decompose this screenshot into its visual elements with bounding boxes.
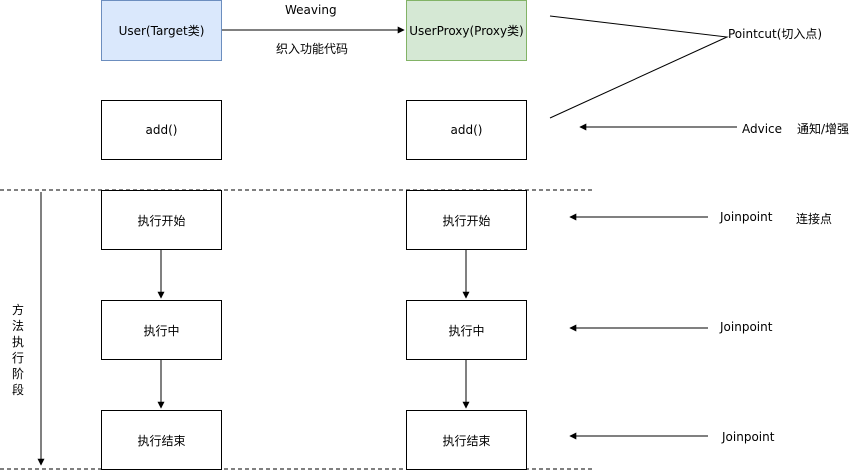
weaving-label: Weaving — [285, 3, 337, 17]
advice-label: Advice — [742, 122, 783, 136]
method-execution-phase-label: 方 法 执 行 阶 段 — [11, 302, 25, 398]
proxy-step-start-label: 执行开始 — [442, 213, 491, 228]
proxy-method-box: add() — [406, 100, 527, 160]
target-step-middle-label: 执行中 — [143, 323, 180, 338]
pointcut-label: Pointcut(切入点) — [728, 27, 823, 41]
phase-char: 阶 — [11, 367, 24, 381]
proxy-method-label: add() — [450, 123, 483, 137]
target-class-label: User(Target类) — [118, 24, 205, 38]
phase-char: 段 — [11, 383, 24, 397]
phase-char: 行 — [11, 351, 24, 365]
target-class-box: User(Target类) — [101, 0, 222, 61]
target-method-box: add() — [101, 100, 222, 160]
target-step-end-box: 执行结束 — [101, 410, 222, 470]
target-step-start-label: 执行开始 — [137, 213, 186, 228]
proxy-step-end-label: 执行结束 — [442, 433, 491, 448]
phase-char: 法 — [11, 319, 24, 333]
pointcut-lines — [549, 15, 729, 119]
target-step-end-label: 执行结束 — [137, 433, 186, 448]
target-step-middle-box: 执行中 — [101, 300, 222, 360]
joinpoint-label-3: Joinpoint — [722, 430, 775, 444]
proxy-class-box: UserProxy(Proxy类) — [406, 0, 527, 61]
proxy-step-start-box: 执行开始 — [406, 190, 527, 250]
proxy-step-middle-box: 执行中 — [406, 300, 527, 360]
joinpoint-label-1: Joinpoint — [720, 210, 773, 224]
weaving-sublabel: 织入功能代码 — [276, 42, 349, 56]
target-step-start-box: 执行开始 — [101, 190, 222, 250]
proxy-class-label: UserProxy(Proxy类) — [409, 24, 524, 38]
joinpoint-label-2: Joinpoint — [720, 320, 773, 334]
proxy-step-middle-label: 执行中 — [448, 323, 485, 338]
target-method-label: add() — [145, 123, 178, 137]
proxy-step-end-box: 执行结束 — [406, 410, 527, 470]
phase-char: 执 — [11, 335, 24, 349]
advice-cn-label: 通知/增强 — [797, 122, 850, 136]
phase-char: 方 — [11, 303, 24, 317]
joinpoint-cn-label: 连接点 — [796, 212, 833, 226]
